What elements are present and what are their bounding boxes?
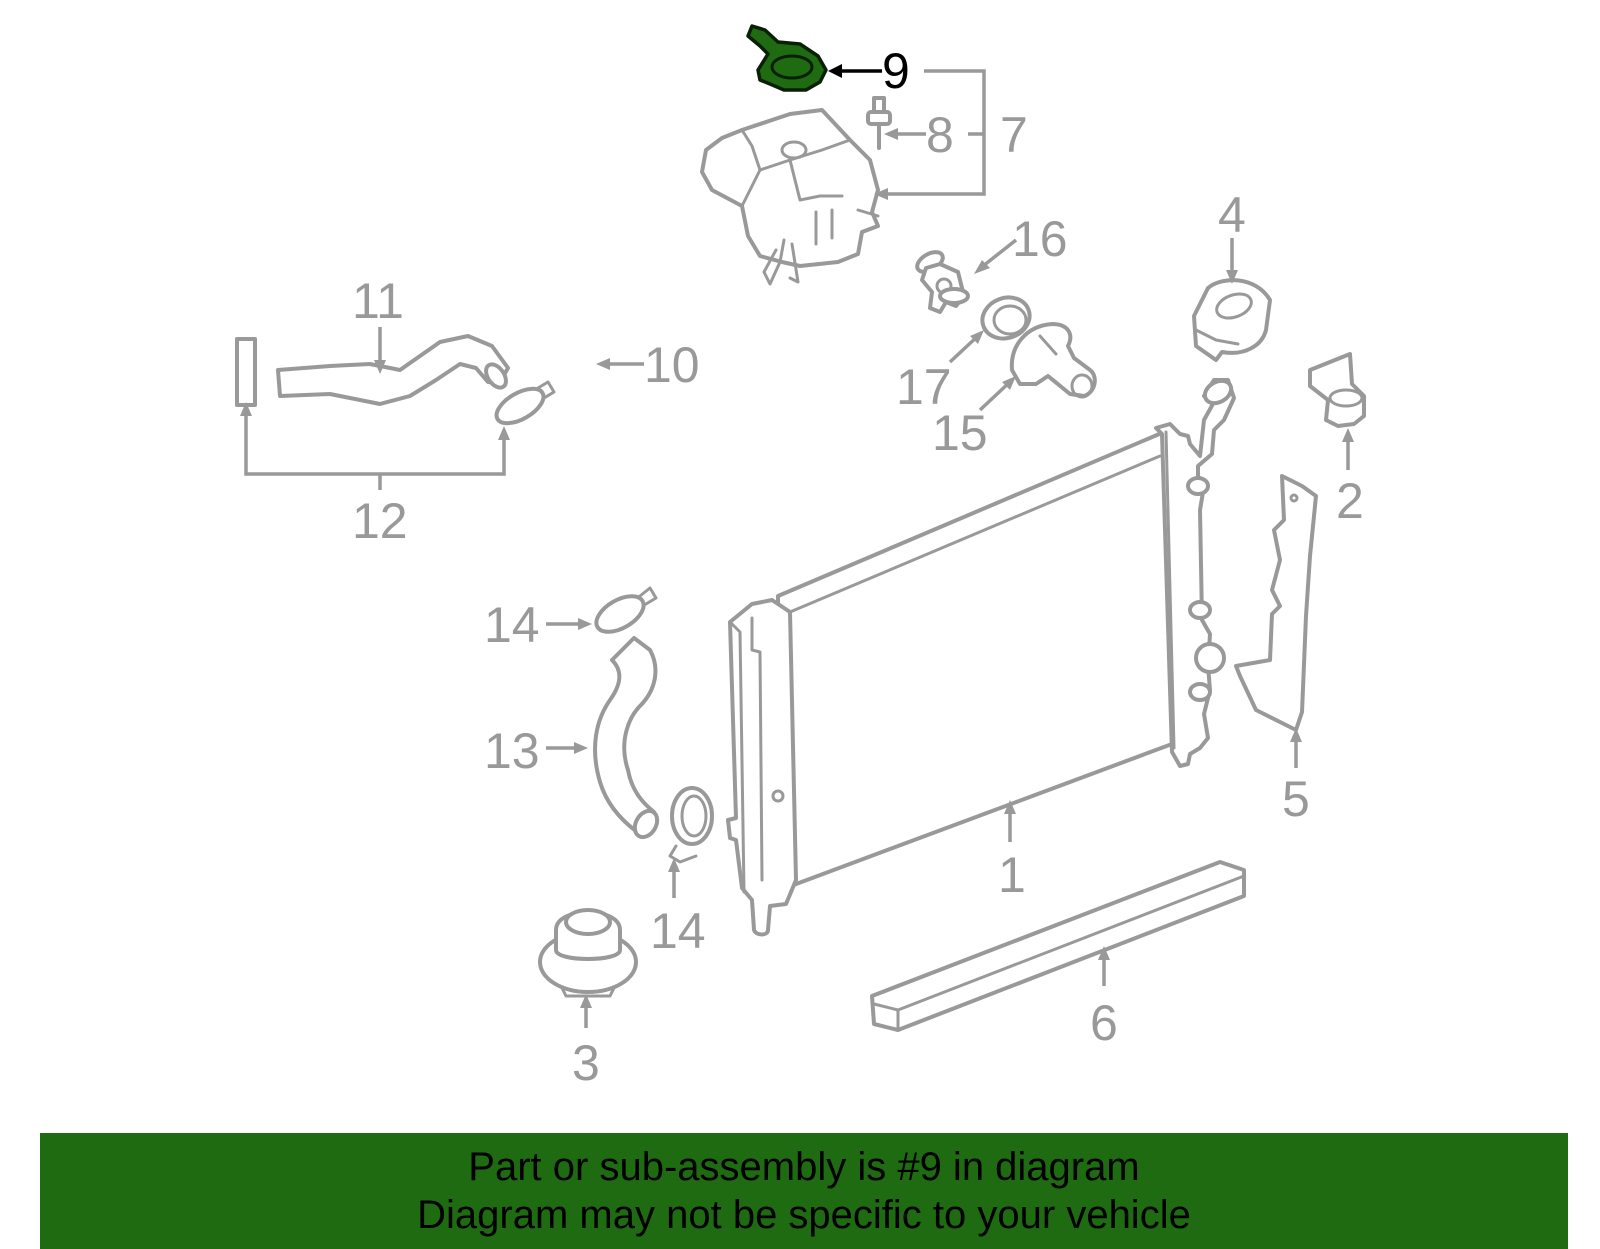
callout-labels: 9 8 7 16 4 11 10 17 15 2 12 14 13 5 1 14… — [352, 43, 1364, 1091]
callout-10: 10 — [644, 337, 700, 393]
callout-16: 16 — [1012, 211, 1068, 267]
callout-6: 6 — [1090, 995, 1118, 1051]
part-4-radiator-cap[interactable] — [1192, 278, 1272, 362]
part-9-cap[interactable] — [746, 24, 828, 92]
part-3-mount[interactable] — [538, 908, 638, 998]
callout-13: 13 — [484, 723, 540, 779]
banner-line-2: Diagram may not be specific to your vehi… — [417, 1193, 1191, 1237]
part-13-lower-hose[interactable] — [593, 636, 662, 841]
callout-8: 8 — [926, 107, 954, 163]
callout-4: 4 — [1218, 187, 1246, 243]
callout-12: 12 — [352, 493, 408, 549]
part-5-side-seal[interactable] — [1234, 474, 1318, 732]
callout-1: 1 — [998, 847, 1026, 903]
part-17-seal[interactable] — [977, 291, 1036, 345]
part-15-thermostat-housing[interactable] — [1009, 322, 1097, 399]
banner-line-1: Part or sub-assembly is #9 in diagram — [468, 1145, 1140, 1189]
part-2-bracket[interactable] — [1308, 352, 1366, 428]
part-11-upper-hose[interactable] — [235, 334, 510, 407]
part-10-overflow-hose[interactable] — [339, 213, 613, 601]
part-1-radiator[interactable] — [726, 376, 1236, 937]
callout-9: 9 — [882, 43, 910, 99]
part-12-clamp[interactable] — [491, 380, 556, 431]
callout-11: 11 — [352, 273, 404, 329]
leader-lines — [240, 64, 1354, 1028]
callout-7: 7 — [1000, 107, 1028, 163]
part-16-thermostat[interactable] — [914, 248, 970, 314]
info-banner: Part or sub-assembly is #9 in diagram Di… — [40, 1133, 1568, 1249]
callout-17: 17 — [896, 359, 952, 415]
callout-14-upper: 14 — [484, 597, 540, 653]
part-8-bolt[interactable] — [866, 96, 892, 150]
callout-15: 15 — [932, 405, 988, 461]
callout-5: 5 — [1282, 771, 1310, 827]
callout-3: 3 — [572, 1035, 600, 1091]
callout-14-lower: 14 — [650, 903, 706, 959]
part-7-reservoir[interactable] — [700, 108, 880, 286]
part-14-lower-clamp[interactable] — [668, 786, 714, 864]
part-6-lower-seal[interactable] — [870, 860, 1246, 1032]
callout-2: 2 — [1336, 473, 1364, 529]
part-14-upper-clamp[interactable] — [590, 586, 658, 639]
